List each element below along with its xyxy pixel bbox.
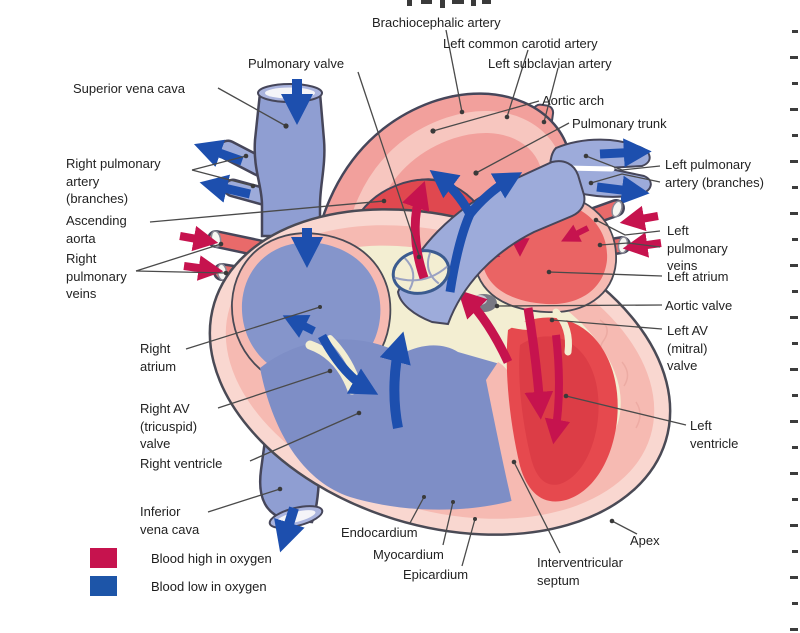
label-ascending-aorta: Ascending aorta: [66, 213, 127, 246]
margin-dash: [790, 524, 798, 527]
margin-dash: [792, 82, 798, 85]
label-right-pulmonary-veins: Right pulmonary veins: [66, 251, 127, 302]
legend-label-low-oxygen: Blood low in oxygen: [151, 578, 267, 594]
label-right-atrium: Right atrium: [140, 341, 177, 374]
margin-dash: [792, 238, 798, 241]
label-myocardium: Myocardium: [373, 547, 444, 562]
label-right-ventricle: Right ventricle: [140, 456, 223, 471]
label-brachiocephalic-artery: Brachiocephalic artery: [372, 15, 501, 30]
margin-dash: [790, 628, 798, 631]
label-pulmonary-valve: Pulmonary valve: [248, 56, 345, 71]
margin-dash: [792, 550, 798, 553]
margin-dash: [790, 420, 798, 423]
margin-dash: [790, 108, 798, 111]
margin-dash: [792, 30, 798, 33]
label-left-pulmonary-artery: Left pulmonary artery (branches): [665, 157, 764, 190]
margin-dash: [790, 368, 798, 371]
leader-dots: [218, 109, 615, 524]
label-interventricular-septum: Interventricular septum: [537, 555, 623, 588]
deoxygenated-flow-arrows: [282, 228, 411, 429]
margin-dash: [792, 498, 798, 501]
cropped-title-fragment: [407, 0, 491, 8]
margin-dash: [792, 134, 798, 137]
margin-dash: [790, 56, 798, 59]
label-left-ventricle: Left ventricle: [690, 418, 739, 451]
margin-dash: [790, 264, 798, 267]
legend-label-high-oxygen: Blood high in oxygen: [151, 550, 272, 566]
legend-swatch-high-oxygen: [90, 548, 117, 568]
label-aortic-arch: Aortic arch: [542, 93, 605, 108]
legend-swatch-low-oxygen: [90, 576, 117, 596]
margin-dash: [790, 576, 798, 579]
margin-dash: [790, 212, 798, 215]
label-right-av-valve: Right AV (tricuspid) valve: [140, 401, 198, 452]
margin-dash: [792, 290, 798, 293]
margin-dash: [792, 342, 798, 345]
margin-dash: [790, 160, 798, 163]
legend-item-high-oxygen: Blood high in oxygen: [90, 548, 272, 568]
legend-item-low-oxygen: Blood low in oxygen: [90, 576, 267, 596]
margin-dash: [792, 186, 798, 189]
label-apex: Apex: [630, 533, 660, 548]
label-left-common-carotid: Left common carotid artery: [443, 36, 598, 51]
label-endocardium: Endocardium: [341, 525, 418, 540]
label-left-subclavian: Left subclavian artery: [488, 56, 612, 71]
margin-dash: [792, 602, 798, 605]
leader-lines: [135, 29, 687, 567]
label-inferior-vena-cava: Inferior vena cava: [140, 504, 200, 537]
label-left-atrium: Left atrium: [667, 269, 729, 284]
label-epicardium: Epicardium: [403, 567, 469, 582]
label-left-pulmonary-veins: Left pulmonary veins: [667, 223, 728, 274]
label-left-av-valve: Left AV (mitral) valve: [667, 323, 708, 374]
right-margin-dashes: [790, 30, 798, 633]
margin-dash: [792, 394, 798, 397]
label-superior-vena-cava: Superior vena cava: [73, 81, 186, 96]
label-pulmonary-trunk: Pulmonary trunk: [572, 116, 667, 131]
aorta-flow-arrow: [402, 180, 430, 280]
label-aortic-valve: Aortic valve: [665, 298, 733, 313]
margin-dash: [792, 446, 798, 449]
label-right-pulmonary-artery: Right pulmonary artery (branches): [66, 156, 161, 207]
heart-body: [208, 191, 672, 536]
margin-dash: [790, 316, 798, 319]
ivc-flow-arrow: [274, 506, 305, 553]
margin-dash: [790, 472, 798, 475]
superior-vena-cava: [253, 79, 326, 238]
